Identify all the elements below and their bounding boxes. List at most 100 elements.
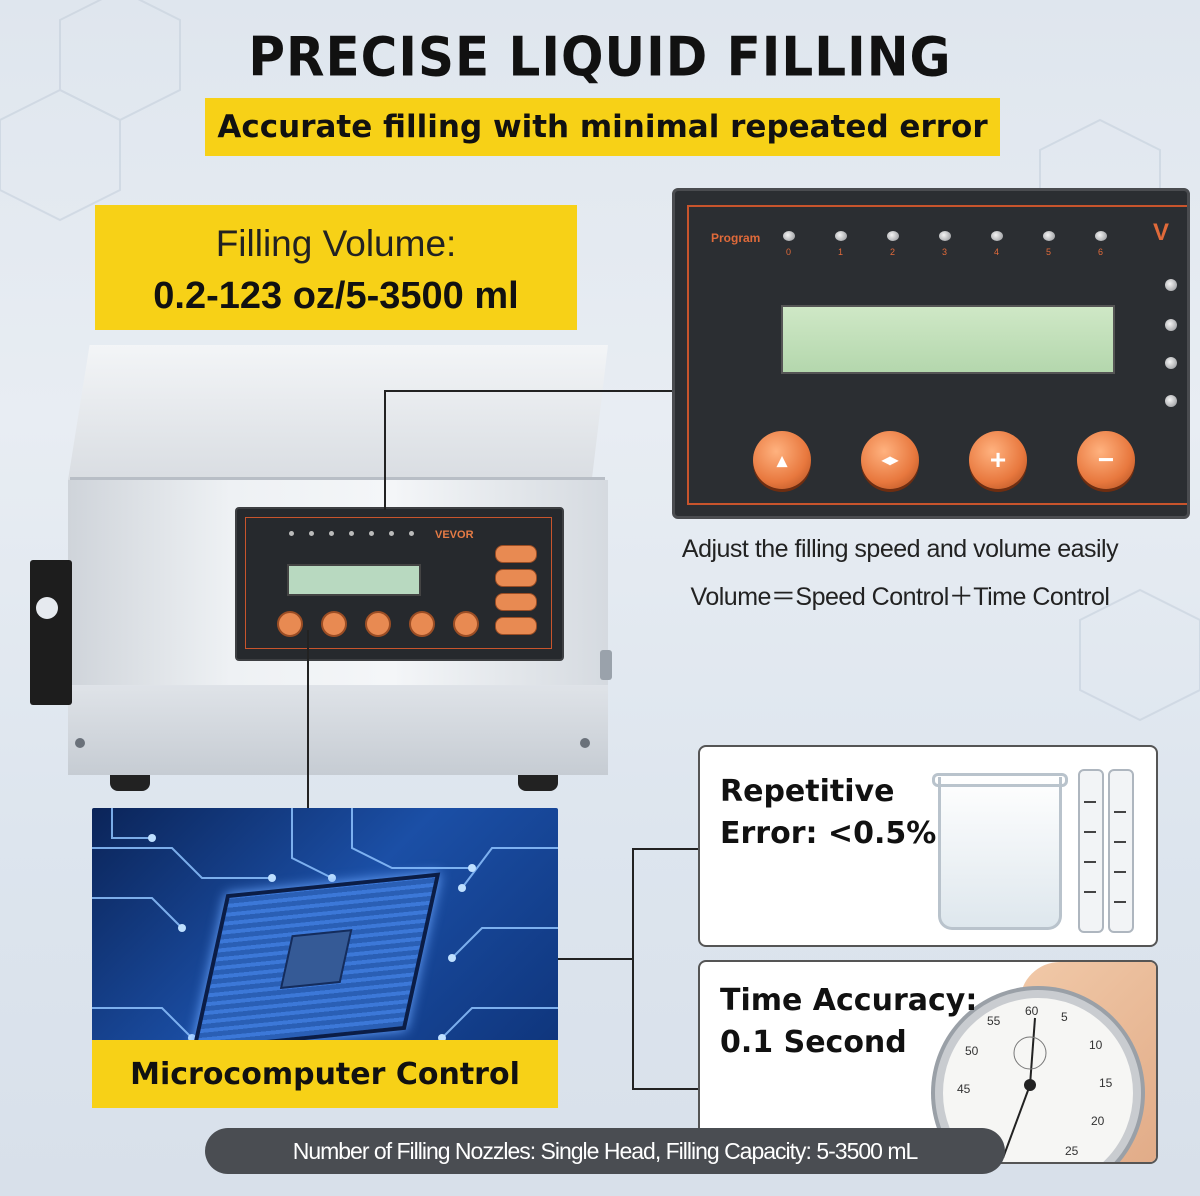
side-knob xyxy=(600,650,612,680)
led-indicator xyxy=(309,531,314,536)
mini-side-button xyxy=(495,617,537,635)
stopwatch-hands xyxy=(1002,1017,1047,1159)
subtitle-text: Accurate filling with minimal repeated e… xyxy=(217,109,988,145)
side-led-indicator xyxy=(1165,357,1177,369)
filling-volume-box: Filling Volume: 0.2-123 oz/5-3500 ml xyxy=(95,205,577,330)
screw-icon xyxy=(580,738,590,748)
stopwatch-number: 20 xyxy=(1091,1114,1105,1128)
page-title: PRECISE LIQUID FILLING xyxy=(248,25,952,89)
machine-foot xyxy=(110,775,150,791)
machine-lid xyxy=(68,345,608,480)
up-down-icon: ▴ xyxy=(776,449,788,472)
specs-text: Number of Filling Nozzles: Single Head, … xyxy=(292,1137,919,1164)
stopwatch-number: 45 xyxy=(957,1082,971,1096)
specs-footer: Number of Filling Nozzles: Single Head, … xyxy=(205,1128,1005,1174)
connector-line xyxy=(384,390,386,510)
left-right-button: ◂▸ xyxy=(861,431,919,489)
repetitive-error-card: Repetitive Error: <0.5% xyxy=(698,745,1158,947)
led-indicator xyxy=(289,531,294,536)
nozzle-bracket xyxy=(30,560,72,705)
connector-line xyxy=(632,848,634,1088)
connector-line xyxy=(632,1088,700,1090)
lcd-screen xyxy=(781,305,1115,374)
connector-line xyxy=(632,848,700,850)
test-tube-icon xyxy=(1078,769,1104,933)
microcomputer-banner: Microcomputer Control xyxy=(92,1040,558,1108)
mini-button xyxy=(365,611,391,637)
caption-line-1: Adjust the filling speed and volume easi… xyxy=(681,535,1119,563)
led-indicator xyxy=(835,231,847,241)
panel-border xyxy=(245,517,552,649)
led-indicator xyxy=(991,231,1003,241)
lid-edge xyxy=(70,477,605,480)
microcomputer-label: Microcomputer Control xyxy=(130,1056,520,1092)
caption-line-2: Volume＝Speed Control＋Time Control xyxy=(690,583,1110,611)
machine-foot xyxy=(518,775,558,791)
mini-button xyxy=(277,611,303,637)
brand-logo: V xyxy=(1153,219,1170,246)
plus-button: + xyxy=(969,431,1027,489)
side-led-indicator xyxy=(1165,319,1177,331)
chip-core xyxy=(279,929,353,990)
led-indicator xyxy=(1043,231,1055,241)
led-number: 5 xyxy=(1046,247,1052,257)
program-label: Program xyxy=(711,231,761,245)
mini-lcd-screen xyxy=(287,564,421,596)
screw-icon xyxy=(75,738,85,748)
led-indicator xyxy=(409,531,414,536)
led-indicator xyxy=(887,231,899,241)
mini-button xyxy=(409,611,435,637)
filling-volume-label: Filling Volume: xyxy=(215,223,457,264)
connector-line xyxy=(558,958,632,960)
led-indicator xyxy=(783,231,795,241)
led-number: 6 xyxy=(1098,247,1104,257)
side-led-indicator xyxy=(1165,279,1177,291)
time-line-2: 0.1 Second xyxy=(720,1025,907,1060)
connector-line xyxy=(307,630,309,810)
led-number: 1 xyxy=(838,247,844,257)
led-indicator xyxy=(329,531,334,536)
up-down-button: ▴ xyxy=(753,431,811,489)
connector-line xyxy=(384,390,674,392)
minus-button: − xyxy=(1077,431,1135,489)
bracket-hole xyxy=(36,597,58,619)
minus-icon: − xyxy=(1097,444,1115,475)
led-number: 3 xyxy=(942,247,948,257)
beaker-icon xyxy=(938,777,1062,930)
filling-machine: VEVOR xyxy=(30,345,615,795)
stopwatch-number: 10 xyxy=(1089,1038,1103,1052)
stopwatch-number: 25 xyxy=(1065,1144,1079,1158)
led-indicator xyxy=(939,231,951,241)
filling-volume-value: 0.2-123 oz/5-3500 ml xyxy=(153,275,519,317)
mini-side-button xyxy=(495,593,537,611)
left-right-icon: ◂▸ xyxy=(881,452,899,469)
stopwatch-number: 50 xyxy=(965,1044,979,1058)
led-number: 0 xyxy=(786,247,792,257)
stopwatch-number: 55 xyxy=(987,1014,1001,1028)
mini-side-button xyxy=(495,569,537,587)
led-indicator xyxy=(369,531,374,536)
error-line-1: Repetitive xyxy=(720,774,895,809)
led-number: 2 xyxy=(890,247,896,257)
mini-button xyxy=(321,611,347,637)
stopwatch-icon: 60 5 55 10 50 15 45 20 25 xyxy=(935,990,1141,1162)
mini-side-button xyxy=(495,545,537,563)
led-number: 4 xyxy=(994,247,1000,257)
led-indicator xyxy=(389,531,394,536)
error-line-2: Error: <0.5% xyxy=(720,816,937,851)
mini-button xyxy=(453,611,479,637)
mini-control-panel: VEVOR xyxy=(235,507,564,661)
time-line-1: Time Accuracy: xyxy=(720,983,978,1018)
microchip-icon xyxy=(191,872,441,1052)
control-panel-closeup: Program V 0 1 2 3 4 5 6 ▴ ◂▸ + − xyxy=(672,188,1190,519)
plus-icon: + xyxy=(989,444,1007,475)
test-tube-icon xyxy=(1108,769,1134,933)
machine-base xyxy=(68,685,608,775)
stopwatch-number: 15 xyxy=(1099,1076,1113,1090)
side-led-indicator xyxy=(1165,395,1177,407)
panel-border xyxy=(687,205,1187,505)
led-indicator xyxy=(349,531,354,536)
stopwatch-number: 5 xyxy=(1061,1010,1068,1024)
subtitle-banner: Accurate filling with minimal repeated e… xyxy=(205,98,1000,156)
stopwatch-number: 60 xyxy=(1025,1004,1039,1018)
